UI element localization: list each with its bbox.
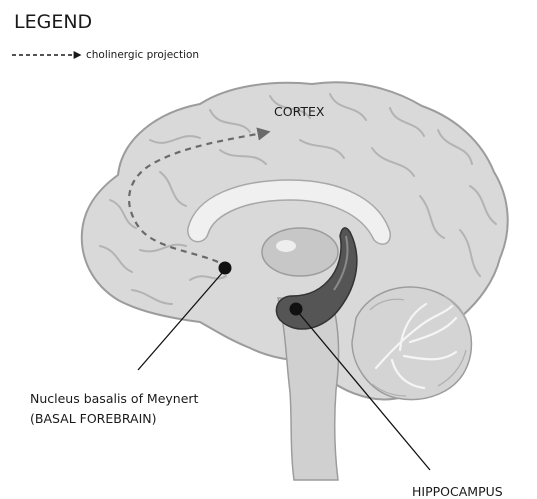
legend-item-label: cholinergic projection bbox=[86, 49, 199, 61]
thalamus bbox=[262, 228, 338, 276]
hippocampus-marker bbox=[290, 303, 303, 316]
cortex-label: CORTEX bbox=[274, 104, 325, 119]
legend: LEGEND cholinergic projection bbox=[12, 11, 199, 61]
basal-forebrain-label: (BASAL FOREBRAIN) bbox=[30, 411, 157, 426]
hippocampus-label: HIPPOCAMPUS bbox=[412, 484, 503, 499]
nucleus-basalis-marker bbox=[219, 262, 232, 275]
cerebellum bbox=[352, 287, 471, 400]
nucleus-basalis-label: Nucleus basalis of Meynert bbox=[30, 391, 199, 406]
legend-title: LEGEND bbox=[14, 11, 92, 33]
thalamus-highlight bbox=[276, 240, 296, 252]
